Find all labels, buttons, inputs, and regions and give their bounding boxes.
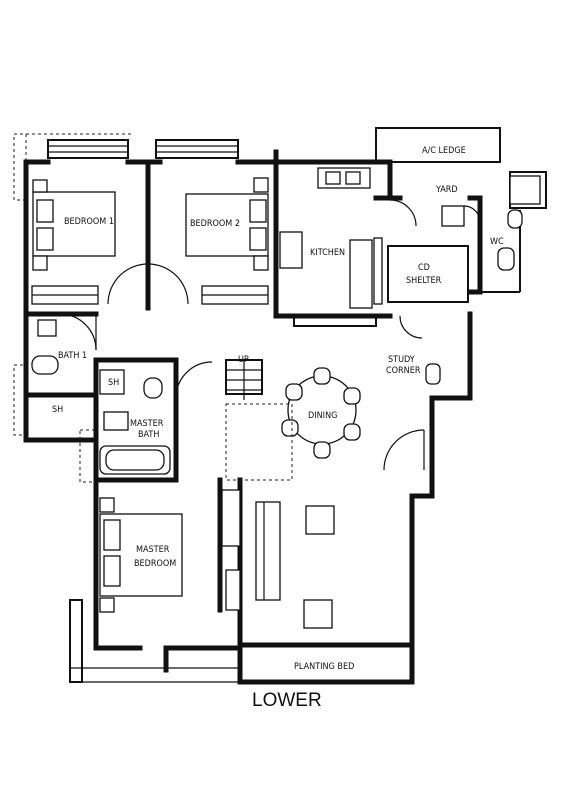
label-master-bath-line1: MASTER <box>130 419 164 429</box>
doors <box>59 199 481 471</box>
label-study-corner-line1: STUDY <box>388 355 415 365</box>
label-up: UP <box>238 355 249 365</box>
furniture <box>31 167 541 629</box>
label-yard: YARD <box>435 185 458 195</box>
windows <box>47 127 547 683</box>
label-study-corner-line2: CORNER <box>386 366 421 376</box>
label-bath-1: BATH 1 <box>58 351 87 361</box>
label-master-bath-line2: BATH <box>138 430 159 440</box>
label-master-bedroom-line2: BEDROOM <box>134 559 176 569</box>
label-planting-bed: PLANTING BED <box>294 662 354 672</box>
label-ac-ledge: A/C LEDGE <box>422 146 466 156</box>
label-wc: WC <box>490 237 504 247</box>
label-kitchen: KITCHEN <box>310 248 345 258</box>
label-cd-shelter-line1: CD <box>418 263 430 273</box>
label-dining: DINING <box>308 411 337 421</box>
label-sh-left: SH <box>52 405 63 415</box>
label-bedroom-1: BEDROOM 1 <box>64 217 114 227</box>
label-bedroom-2: BEDROOM 2 <box>190 219 240 229</box>
floor-title: LOWER <box>252 690 322 711</box>
label-sh-master: SH <box>108 378 119 388</box>
label-cd-shelter-line2: SHELTER <box>406 276 442 286</box>
label-master-bedroom-line1: MASTER <box>136 545 170 555</box>
room-labels: BEDROOM 1 BEDROOM 2 KITCHEN A/C LEDGE YA… <box>52 146 504 672</box>
